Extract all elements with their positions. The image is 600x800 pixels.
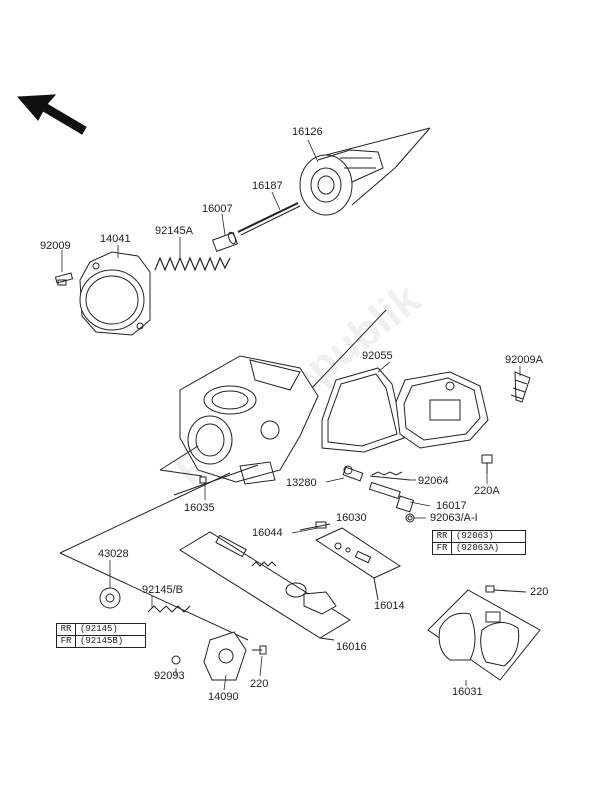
label-16126: 16126 bbox=[292, 126, 323, 138]
part-92145A-spring bbox=[155, 258, 230, 270]
part-16016-set bbox=[180, 532, 350, 640]
label-92009A: 92009A bbox=[505, 354, 543, 366]
part-accelerator-pump-group bbox=[60, 473, 266, 680]
part-92009-screw bbox=[55, 273, 72, 285]
part-92055-gasket bbox=[310, 310, 404, 452]
variant-part: (92145) bbox=[80, 624, 118, 634]
variant-part: (92063) bbox=[456, 531, 494, 541]
variant-row-fr: FR (92063A) bbox=[433, 543, 525, 554]
part-16030-jet bbox=[300, 522, 330, 530]
variant-code: RR bbox=[57, 624, 76, 635]
label-14090: 14090 bbox=[208, 691, 239, 703]
label-92055: 92055 bbox=[362, 350, 393, 362]
part-220A-bolt bbox=[482, 455, 492, 474]
part-14041-top-cover bbox=[80, 252, 150, 335]
part-carburetor-body bbox=[160, 356, 318, 484]
label-16016: 16016 bbox=[336, 641, 367, 653]
part-16007-needle-holder bbox=[213, 231, 238, 251]
label-220A: 220A bbox=[474, 485, 500, 497]
variant-part: (92063A) bbox=[456, 543, 500, 553]
label-220-bottom: 220 bbox=[250, 678, 269, 690]
label-92093: 92093 bbox=[154, 670, 185, 682]
label-92145-B: 92145/B bbox=[142, 584, 183, 596]
label-16044: 16044 bbox=[252, 527, 283, 539]
part-92009A-screw bbox=[511, 372, 530, 402]
label-92064: 92064 bbox=[418, 475, 449, 487]
label-92009: 92009 bbox=[40, 240, 71, 252]
variant-code: RR bbox=[433, 531, 452, 542]
part-16031-float bbox=[428, 590, 540, 680]
label-16007: 16007 bbox=[202, 203, 233, 215]
part-92063-washer bbox=[406, 514, 414, 522]
leader-lines bbox=[62, 140, 520, 690]
variant-code: FR bbox=[57, 636, 76, 647]
part-16017-plunger bbox=[369, 483, 413, 512]
variant-table-92063: RR (92063) FR (92063A) bbox=[432, 530, 526, 555]
part-16126-vacuum-piston bbox=[300, 128, 430, 215]
label-16017: 16017 bbox=[436, 500, 467, 512]
part-16187-needle bbox=[238, 203, 300, 235]
variant-row-rr: RR (92063) bbox=[433, 531, 525, 543]
label-16030: 16030 bbox=[336, 512, 367, 524]
part-92064-fitting bbox=[370, 472, 410, 480]
label-220-right: 220 bbox=[530, 586, 549, 598]
front-direction-arrow bbox=[18, 95, 86, 134]
part-220-bolt bbox=[486, 586, 526, 592]
part-13280-pipe bbox=[343, 466, 363, 481]
label-16035: 16035 bbox=[184, 502, 215, 514]
part-16014-valve-set bbox=[316, 528, 400, 600]
label-14041: 14041 bbox=[100, 233, 131, 245]
variant-code: FR bbox=[433, 543, 452, 554]
variant-row-rr: RR (92145) bbox=[57, 624, 145, 636]
label-16187: 16187 bbox=[252, 180, 283, 192]
label-92145A: 92145A bbox=[155, 225, 193, 237]
label-43028: 43028 bbox=[98, 548, 129, 560]
label-13280: 13280 bbox=[286, 477, 317, 489]
label-16014: 16014 bbox=[374, 600, 405, 612]
label-92063-A-I: 92063/A-I bbox=[430, 512, 478, 524]
label-16031: 16031 bbox=[452, 686, 483, 698]
variant-row-fr: FR (92145B) bbox=[57, 636, 145, 647]
variant-table-92145: RR (92145) FR (92145B) bbox=[56, 623, 146, 648]
variant-part: (92145B) bbox=[80, 636, 124, 646]
part-float-chamber-cover bbox=[396, 372, 488, 448]
